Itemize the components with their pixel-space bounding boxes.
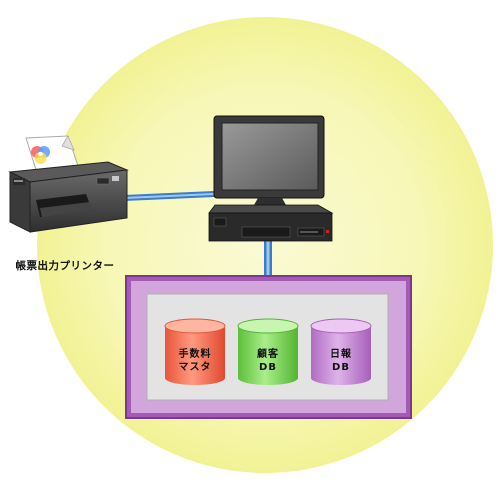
db-fee-master — [164, 318, 226, 385]
db-daily-report-line2: DB — [332, 362, 350, 373]
db-daily-report — [310, 318, 372, 385]
printer-icon — [8, 135, 129, 233]
connection-lines — [124, 191, 272, 280]
db-customer-label: 顧客 DB — [233, 348, 303, 374]
db-customer-line1: 顧客 — [257, 349, 279, 360]
db-fee-master-line1: 手数料 — [178, 349, 212, 360]
db-customer-line2: DB — [259, 362, 277, 373]
desktop-computer-icon — [208, 115, 334, 242]
db-customer — [237, 318, 299, 385]
db-fee-master-line2: マスタ — [178, 362, 212, 373]
db-daily-report-label: 日報 DB — [306, 348, 376, 374]
db-fee-master-label: 手数料 マスタ — [160, 348, 230, 374]
printer-label: 帳票出力プリンター — [15, 260, 115, 272]
db-daily-report-line1: 日報 — [330, 349, 352, 360]
